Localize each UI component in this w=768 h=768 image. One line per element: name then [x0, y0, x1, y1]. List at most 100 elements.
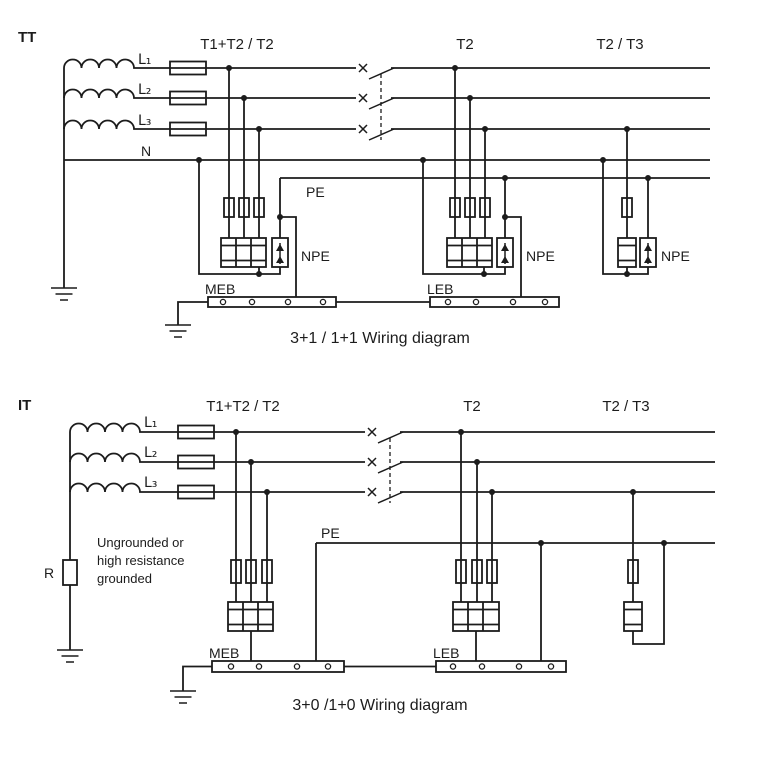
disconnect-switch-symbol [358, 63, 395, 80]
it-caption: 3+0 /1+0 Wiring diagram [292, 697, 467, 714]
tt-label-l2: L₂ [138, 82, 151, 98]
spd-module-3pole [227, 601, 274, 632]
it-note-line-1: Ungrounded or [97, 535, 184, 550]
it-line-l3 [69, 482, 715, 493]
disconnect-switch-symbol [367, 457, 404, 474]
it-line-l2 [69, 452, 715, 463]
it-spd-group-3 [623, 489, 667, 645]
fuse-symbol [169, 90, 207, 106]
it-note-line-3: grounded [97, 571, 152, 586]
fuse-symbol [177, 484, 215, 500]
spd-tap-conductors [454, 68, 486, 238]
earth-bar-meb [207, 296, 337, 308]
npe-spark-gap [639, 237, 657, 268]
it-supply-lines: L₁ L₂ L₃ PE [69, 415, 715, 544]
it-main-fuses [177, 424, 215, 500]
disconnect-switch-symbol [358, 93, 395, 110]
tt-diagram: TT T1+T2 / T2 T2 T2 / T3 L₁ L₂ L₃ N PE [18, 29, 710, 347]
npe-spark-gap [496, 237, 514, 268]
tt-earthing-bars: MEB LEB [165, 281, 560, 338]
ground-symbol [165, 324, 191, 338]
tt-system-label: TT [18, 29, 36, 46]
it-diagram: IT T1+T2 / T2 T2 T2 / T3 L₁ L₂ L₃ PE R U… [18, 397, 715, 714]
fuse-symbol [464, 197, 476, 218]
earth-bar-leb [435, 660, 567, 673]
spd-pe-return-conductor [632, 543, 665, 645]
fuse-symbol [177, 454, 215, 470]
fuse-symbol [621, 197, 633, 218]
tt-caption: 3+1 / 1+1 Wiring diagram [290, 330, 470, 347]
pe-branch-conductor [504, 178, 522, 297]
tt-label-l1: L₁ [138, 52, 151, 68]
tt-source-earth [51, 68, 77, 301]
fuse-symbol [455, 559, 467, 584]
it-resistance-earth: R Ungrounded or high resistance grounded [44, 432, 184, 663]
npe-spark-gap [271, 237, 289, 268]
it-label-pe: PE [321, 525, 340, 541]
tt-line-l1 [63, 58, 710, 69]
tt-spd-group-3: NPE [600, 126, 690, 277]
ground-symbol [170, 690, 196, 704]
tt-spd-group-2: NPE [420, 65, 555, 297]
it-leb-label: LEB [433, 645, 459, 661]
spd-module-1pole [623, 601, 643, 632]
spd-module-3pole [452, 601, 500, 632]
it-spd-group-2 [452, 429, 544, 661]
spd-module-3pole [220, 237, 267, 268]
it-disconnect-switch [367, 427, 404, 504]
it-system-label: IT [18, 397, 31, 414]
spd-module-3pole [446, 237, 493, 268]
tt-label-n: N [141, 143, 151, 159]
fuse-symbol [245, 559, 257, 584]
tt-column-label-2: T2 [456, 36, 474, 53]
fuse-symbol [261, 559, 273, 584]
tt-spd-group-1: NPE [196, 65, 330, 297]
tt-line-l3 [63, 119, 710, 130]
tt-column-label-3: T2 / T3 [596, 36, 643, 53]
it-label-l1: L₁ [144, 415, 157, 431]
ground-symbol [57, 649, 83, 663]
it-resistor-label: R [44, 565, 54, 581]
meb-earth-stub [177, 301, 208, 325]
disconnect-switch-symbol [358, 124, 395, 141]
fuse-symbol [253, 197, 265, 218]
it-label-l3: L₃ [144, 475, 157, 491]
resistor-symbol [62, 559, 78, 586]
tt-disconnect-switch [358, 63, 395, 141]
pe-branch-conductor [279, 178, 297, 297]
it-column-label-2: T2 [463, 398, 481, 415]
tt-supply-lines: L₁ L₂ L₃ N PE [63, 52, 710, 200]
tt-label-l3: L₃ [138, 113, 151, 129]
it-column-label-1: T1+T2 / T2 [206, 398, 280, 415]
fuse-symbol [479, 197, 491, 218]
it-line-l1 [69, 422, 715, 433]
fuse-symbol [238, 197, 250, 218]
fuse-symbol [627, 559, 639, 584]
it-earthing-bars: MEB LEB [170, 543, 567, 704]
it-spd-group-1 [227, 429, 274, 661]
fuse-symbol [471, 559, 483, 584]
spd-tap-conductors [228, 68, 260, 238]
meb-earth-stub [182, 665, 212, 691]
fuse-symbol [449, 197, 461, 218]
tt-column-label-1: T1+T2 / T2 [200, 36, 274, 53]
it-note-line-2: high resistance [97, 553, 184, 568]
tt-meb-label: MEB [205, 281, 235, 297]
fuse-symbol [486, 559, 498, 584]
fuse-symbol [177, 424, 215, 440]
tt-npe-label-1: NPE [301, 248, 330, 264]
tt-main-fuses [169, 60, 207, 137]
it-label-l2: L₂ [144, 445, 157, 461]
tt-npe-label-3: NPE [661, 248, 690, 264]
fuse-symbol [223, 197, 235, 218]
spd-module-1pole [617, 237, 637, 268]
tt-line-l2 [63, 88, 710, 99]
fuse-symbol [169, 121, 207, 137]
tt-leb-label: LEB [427, 281, 453, 297]
it-meb-label: MEB [209, 645, 239, 661]
tt-source-ground-symbol [51, 287, 77, 301]
fuse-symbol [230, 559, 242, 584]
tt-npe-label-2: NPE [526, 248, 555, 264]
